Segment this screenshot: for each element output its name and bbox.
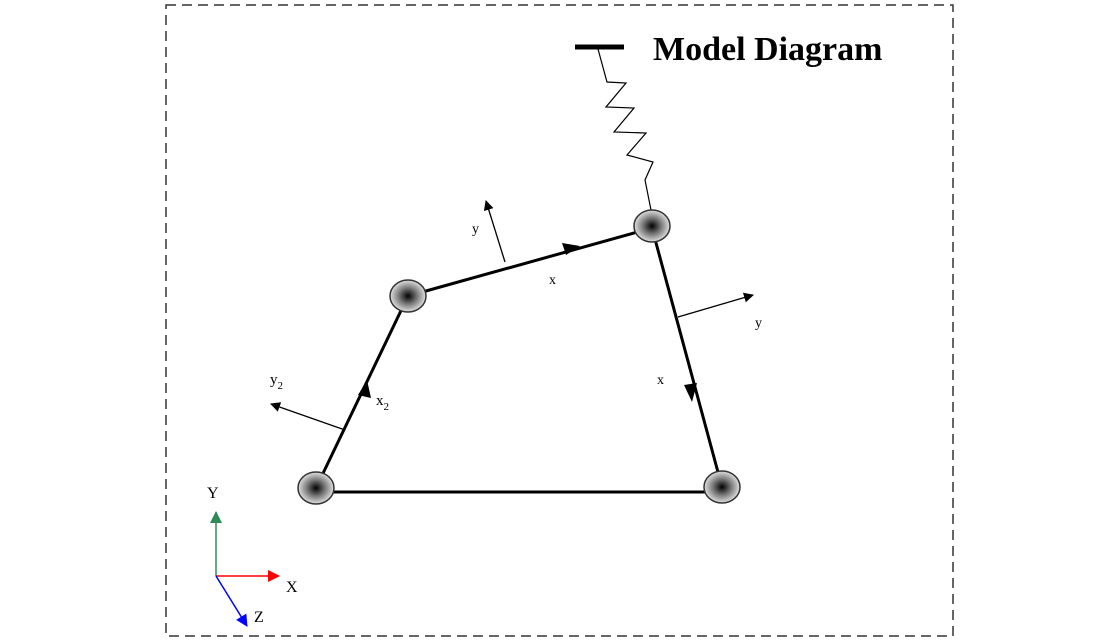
global-z-label: Z bbox=[254, 609, 264, 626]
global-x-label: X bbox=[286, 579, 298, 596]
left-x-label: x2 bbox=[376, 393, 389, 413]
member-right bbox=[650, 227, 724, 488]
frame-border bbox=[165, 4, 954, 637]
left-x-arrowhead bbox=[358, 380, 371, 398]
right-x-arrowhead bbox=[684, 383, 697, 402]
top-x-arrowhead bbox=[562, 243, 580, 255]
diagram-title: Model Diagram bbox=[653, 31, 882, 68]
member-top bbox=[407, 226, 653, 298]
top-y-label: y bbox=[472, 222, 479, 237]
spring bbox=[597, 48, 654, 216]
right-y-arrow bbox=[677, 292, 754, 318]
left-y-arrow bbox=[270, 402, 346, 431]
node-bottom-right bbox=[703, 470, 741, 504]
node-top-left bbox=[389, 279, 427, 313]
right-x-label: x bbox=[657, 373, 664, 388]
global-z-axis bbox=[215, 575, 248, 627]
left-y-label: y2 bbox=[270, 372, 283, 392]
node-bottom-left bbox=[297, 471, 335, 505]
right-y-label: y bbox=[755, 316, 762, 331]
top-x-label: x bbox=[549, 273, 556, 288]
node-top-right bbox=[633, 209, 671, 243]
top-y-arrow bbox=[483, 200, 506, 263]
global-y-label: Y bbox=[207, 485, 219, 502]
